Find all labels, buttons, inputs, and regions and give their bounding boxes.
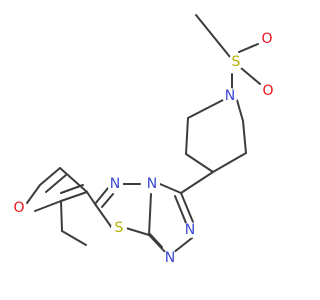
bond-thiadiazole-s-to-c bbox=[125, 227, 150, 236]
fused-nitrogen-atom: N bbox=[144, 176, 160, 192]
sulfonyl-sulfur-atom: S bbox=[228, 54, 244, 70]
bond-furan-c1-to-c2 bbox=[60, 191, 88, 202]
sulfonyl-bottom-oxygen-label: O bbox=[262, 83, 273, 99]
bond-triazole-c-to-n-right bbox=[180, 192, 194, 223]
fused-nitrogen-background bbox=[144, 176, 160, 192]
triazole-bottom-nitrogen-label: N bbox=[165, 250, 175, 266]
piperidine-nitrogen-atom: N bbox=[222, 88, 238, 104]
sulfonyl-top-oxygen-background bbox=[259, 31, 275, 47]
atom-label-layer: O S N N N N N S bbox=[11, 31, 276, 266]
bond-furan-c3-to-c4 bbox=[39, 167, 61, 186]
bond-piperidine-c1-to-c3 bbox=[185, 117, 189, 155]
sulfonyl-sulfur-label: S bbox=[232, 54, 241, 70]
bond-furan-c4-to-o bbox=[26, 184, 41, 204]
bond-thiadiazole-c-to-s bbox=[94, 203, 113, 229]
triazole-bottom-nitrogen-background bbox=[162, 250, 178, 266]
bond-sulfur-to-oxygen-top bbox=[238, 43, 259, 53]
fused-nitrogen-label: N bbox=[147, 176, 157, 192]
bond-thiadiazole-n-left-to-c-double bbox=[101, 193, 114, 208]
sulfonyl-bottom-oxygen-atom: O bbox=[260, 83, 276, 99]
bond-furan-methyl bbox=[60, 200, 63, 232]
sulfonyl-top-oxygen-atom: O bbox=[259, 31, 275, 47]
bond-furan-c3-to-c4-double bbox=[45, 174, 67, 193]
thiadiazole-nitrogen-atom: N bbox=[107, 176, 123, 192]
bond-triazole-n-bottom-to-c-double bbox=[149, 233, 163, 248]
bond-methyl-to-sulfur bbox=[195, 14, 231, 58]
sulfonyl-top-oxygen-label: O bbox=[261, 31, 272, 47]
bond-sulfur-to-nitrogen bbox=[240, 67, 261, 85]
bond-furan-c1-to-c3 bbox=[59, 167, 88, 193]
furan-oxygen-atom: O bbox=[11, 200, 27, 216]
bond-layer bbox=[26, 14, 261, 254]
bond-triazole-c-to-n-right-double bbox=[174, 195, 187, 224]
bond-triazole-n-bottom-to-c bbox=[148, 234, 167, 254]
bond-furan-c2-to-o bbox=[34, 200, 62, 212]
thiadiazole-sulfur-label: S bbox=[115, 220, 124, 236]
diagram-background bbox=[0, 0, 300, 300]
triazole-right-nitrogen-atom: N bbox=[182, 222, 198, 238]
bond-triazole-n-right-to-n-bottom bbox=[172, 237, 193, 254]
bond-piperidine-to-triazole bbox=[180, 171, 214, 194]
sulfonyl-bottom-oxygen-background bbox=[260, 83, 276, 99]
triazole-right-nitrogen-background bbox=[182, 222, 198, 238]
bond-piperidine-c4-to-c5 bbox=[212, 152, 247, 173]
sulfonyl-sulfur-background bbox=[228, 54, 244, 70]
triazole-right-nitrogen-label: N bbox=[185, 222, 195, 238]
thiadiazole-sulfur-atom: S bbox=[111, 220, 127, 236]
bond-triazole-n-top-to-c bbox=[148, 193, 152, 236]
bond-methyl-end bbox=[61, 230, 87, 246]
thiadiazole-nitrogen-label: N bbox=[110, 176, 120, 192]
thiadiazole-nitrogen-background bbox=[107, 176, 123, 192]
bond-piperidine-c2-to-c4 bbox=[242, 120, 247, 154]
furan-oxygen-label: O bbox=[13, 200, 24, 216]
thiadiazole-sulfur-background bbox=[111, 220, 127, 236]
bond-triazole-c-to-n-top bbox=[159, 183, 182, 194]
piperidine-nitrogen-background bbox=[222, 88, 238, 104]
bond-thiadiazole-n-left-to-c bbox=[94, 187, 109, 205]
bond-piperidine-c3-to-c5 bbox=[185, 153, 214, 173]
furan-oxygen-background bbox=[11, 200, 27, 216]
bond-piperidine-n-to-c1 bbox=[187, 99, 224, 119]
piperidine-nitrogen-label: N bbox=[225, 88, 235, 104]
bond-thiadiazole-to-furan bbox=[86, 191, 96, 205]
bond-piperidine-n-to-c2 bbox=[236, 99, 244, 122]
chemical-structure-diagram: O S N N N N N S bbox=[0, 0, 300, 300]
triazole-bottom-nitrogen-atom: N bbox=[162, 250, 178, 266]
